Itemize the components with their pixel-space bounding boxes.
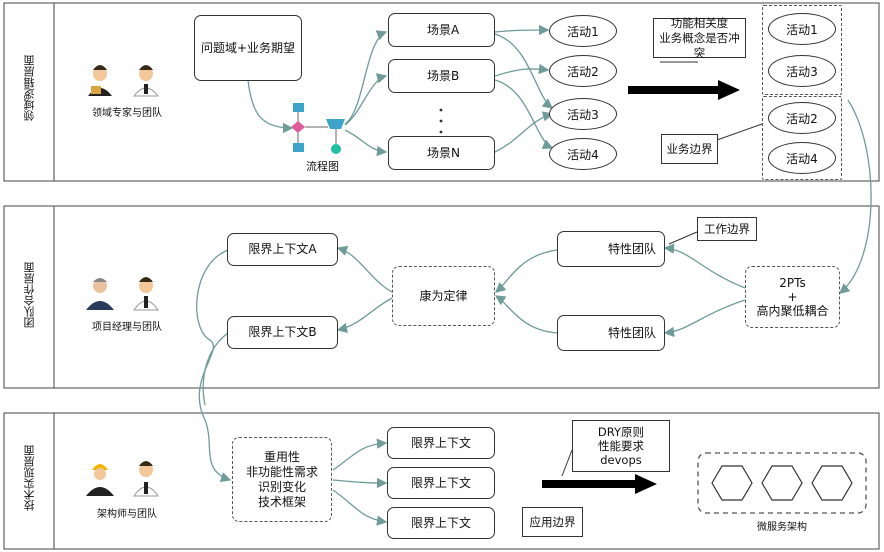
layer-frame-team	[3, 205, 880, 389]
microservice-caption: 微服务架构	[757, 522, 807, 533]
principle-line: 高内聚低耦合	[756, 304, 829, 318]
relevance-note-line: 功能相关度	[670, 15, 729, 30]
domain-experts-caption: 领域专家与团队	[92, 108, 162, 119]
microservice-hexagon	[761, 465, 803, 501]
scenario-label: 场景A	[427, 22, 460, 37]
activity-1-oval: 活动1	[549, 15, 617, 47]
scenario-label: 场景B	[427, 68, 460, 83]
layer-label-tech: 技术实现层面	[23, 445, 36, 511]
architects-icon	[86, 461, 159, 497]
microservice-hexagon	[711, 465, 753, 501]
tech-bounded-context-box: 限界上下文	[387, 467, 495, 499]
feature-team-label: 特性团队	[607, 325, 656, 340]
requirement-line: DRY原则	[597, 425, 645, 439]
scenario-b-box: 场景B	[388, 59, 495, 93]
layer-frame-domain	[3, 2, 880, 182]
tech-bounded-context-box: 限界上下文	[387, 507, 495, 539]
concern-line: 重用性	[263, 449, 300, 464]
group1-activity-oval: 活动3	[768, 55, 836, 87]
group2-activity-oval: 活动4	[768, 142, 836, 174]
big-arrow-bottom	[542, 474, 657, 494]
conway-law-box: 康为定律	[392, 266, 495, 326]
microservice-hexagon	[811, 465, 853, 501]
concern-line: 识别变化	[257, 479, 306, 494]
scenario-a-box: 场景A	[388, 13, 495, 47]
bounded-context-b-box: 限界上下文B	[227, 316, 338, 349]
microservice-container	[697, 452, 867, 514]
architects-caption: 架构师与团队	[97, 509, 157, 520]
relevance-note: 功能相关度 业务概念是否冲突	[653, 15, 746, 60]
requirements-note: DRY原则 性能要求 devops	[572, 420, 670, 472]
project-managers-icon	[86, 277, 159, 311]
principle-line: 2PTs	[779, 276, 806, 290]
feature-team-label: 特性团队	[607, 241, 656, 256]
domain-experts-icon	[88, 65, 160, 97]
tech-bounded-context-box: 限界上下文	[387, 427, 495, 459]
concern-line: 技术框架	[257, 494, 306, 509]
layer-label-team: 团队合作层面	[23, 262, 36, 328]
activity-2-oval: 活动2	[549, 55, 617, 87]
business-boundary-note: 业务边界	[661, 134, 718, 164]
group1-activity-oval: 活动1	[768, 13, 836, 45]
project-managers-caption: 项目经理与团队	[92, 322, 162, 333]
application-boundary-note: 应用边界	[522, 507, 583, 537]
bounded-context-a-box: 限界上下文A	[227, 233, 338, 266]
principle-box: 2PTs + 高内聚低耦合	[745, 266, 840, 328]
scenario-label: 场景N	[427, 145, 460, 160]
concern-line: 非功能性需求	[245, 464, 318, 479]
feature-team-2-box: 特性团队	[557, 315, 665, 351]
flowchart-caption: 流程图	[306, 160, 339, 173]
flowchart-icon	[291, 103, 345, 154]
work-boundary-note: 工作边界	[697, 217, 757, 241]
relevance-note-line: 业务概念是否冲突	[659, 30, 740, 60]
technical-concerns-box: 重用性 非功能性需求 识别变化 技术框架	[232, 437, 332, 522]
scenario-n-box: 场景N	[388, 136, 495, 170]
layer-label-domain: 领域逻辑层面	[23, 55, 36, 121]
group2-activity-oval: 活动2	[768, 102, 836, 134]
requirement-line: devops	[600, 453, 642, 467]
problem-domain-box: 问题域+业务期望	[194, 15, 302, 81]
big-arrow-top	[628, 80, 740, 100]
activity-3-oval: 活动3	[549, 98, 617, 130]
activity-4-oval: 活动4	[549, 138, 617, 170]
feature-team-1-box: 特性团队	[557, 231, 665, 267]
principle-line: +	[787, 290, 798, 304]
requirement-line: 性能要求	[598, 439, 644, 453]
layer-frame-tech	[3, 412, 880, 550]
